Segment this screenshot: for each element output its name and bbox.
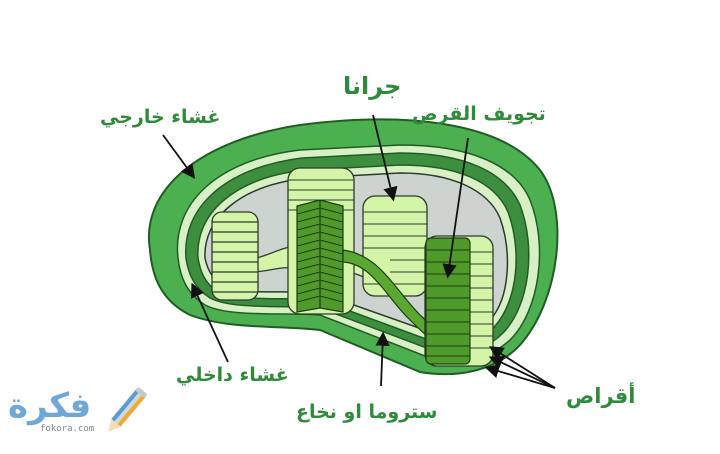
arrow-disc-3 [484,364,556,389]
label-stroma: ستروما او نخاع [296,401,438,423]
label-outer-membrane: غشاء خارجي [100,106,221,128]
granum-front [424,235,494,367]
arrow-disc-2 [488,356,556,389]
arrow-stroma [375,331,390,387]
label-thylakoid-lumen: تجويف القرص [412,103,546,125]
granum-center [287,167,355,315]
logo-site: fokora.com [40,424,95,434]
arrow-grana [372,114,398,202]
pointer-arrows [162,114,556,389]
label-thylakoids: أقراص [566,384,636,408]
label-inner-membrane: غشاء داخلي [176,364,289,386]
arrow-inner-membrane [190,282,229,363]
granum-left [211,211,259,301]
granum-right [362,195,428,297]
watermark-logo: فكرة fokora.com [4,382,154,444]
label-grana: جرانا [343,72,402,100]
arrow-outer-membrane [162,134,196,179]
arrow-disc-1 [488,346,556,389]
arrow-lumen [442,137,469,279]
logo-text: فكرة [8,386,92,426]
pencil-icon [108,387,147,432]
